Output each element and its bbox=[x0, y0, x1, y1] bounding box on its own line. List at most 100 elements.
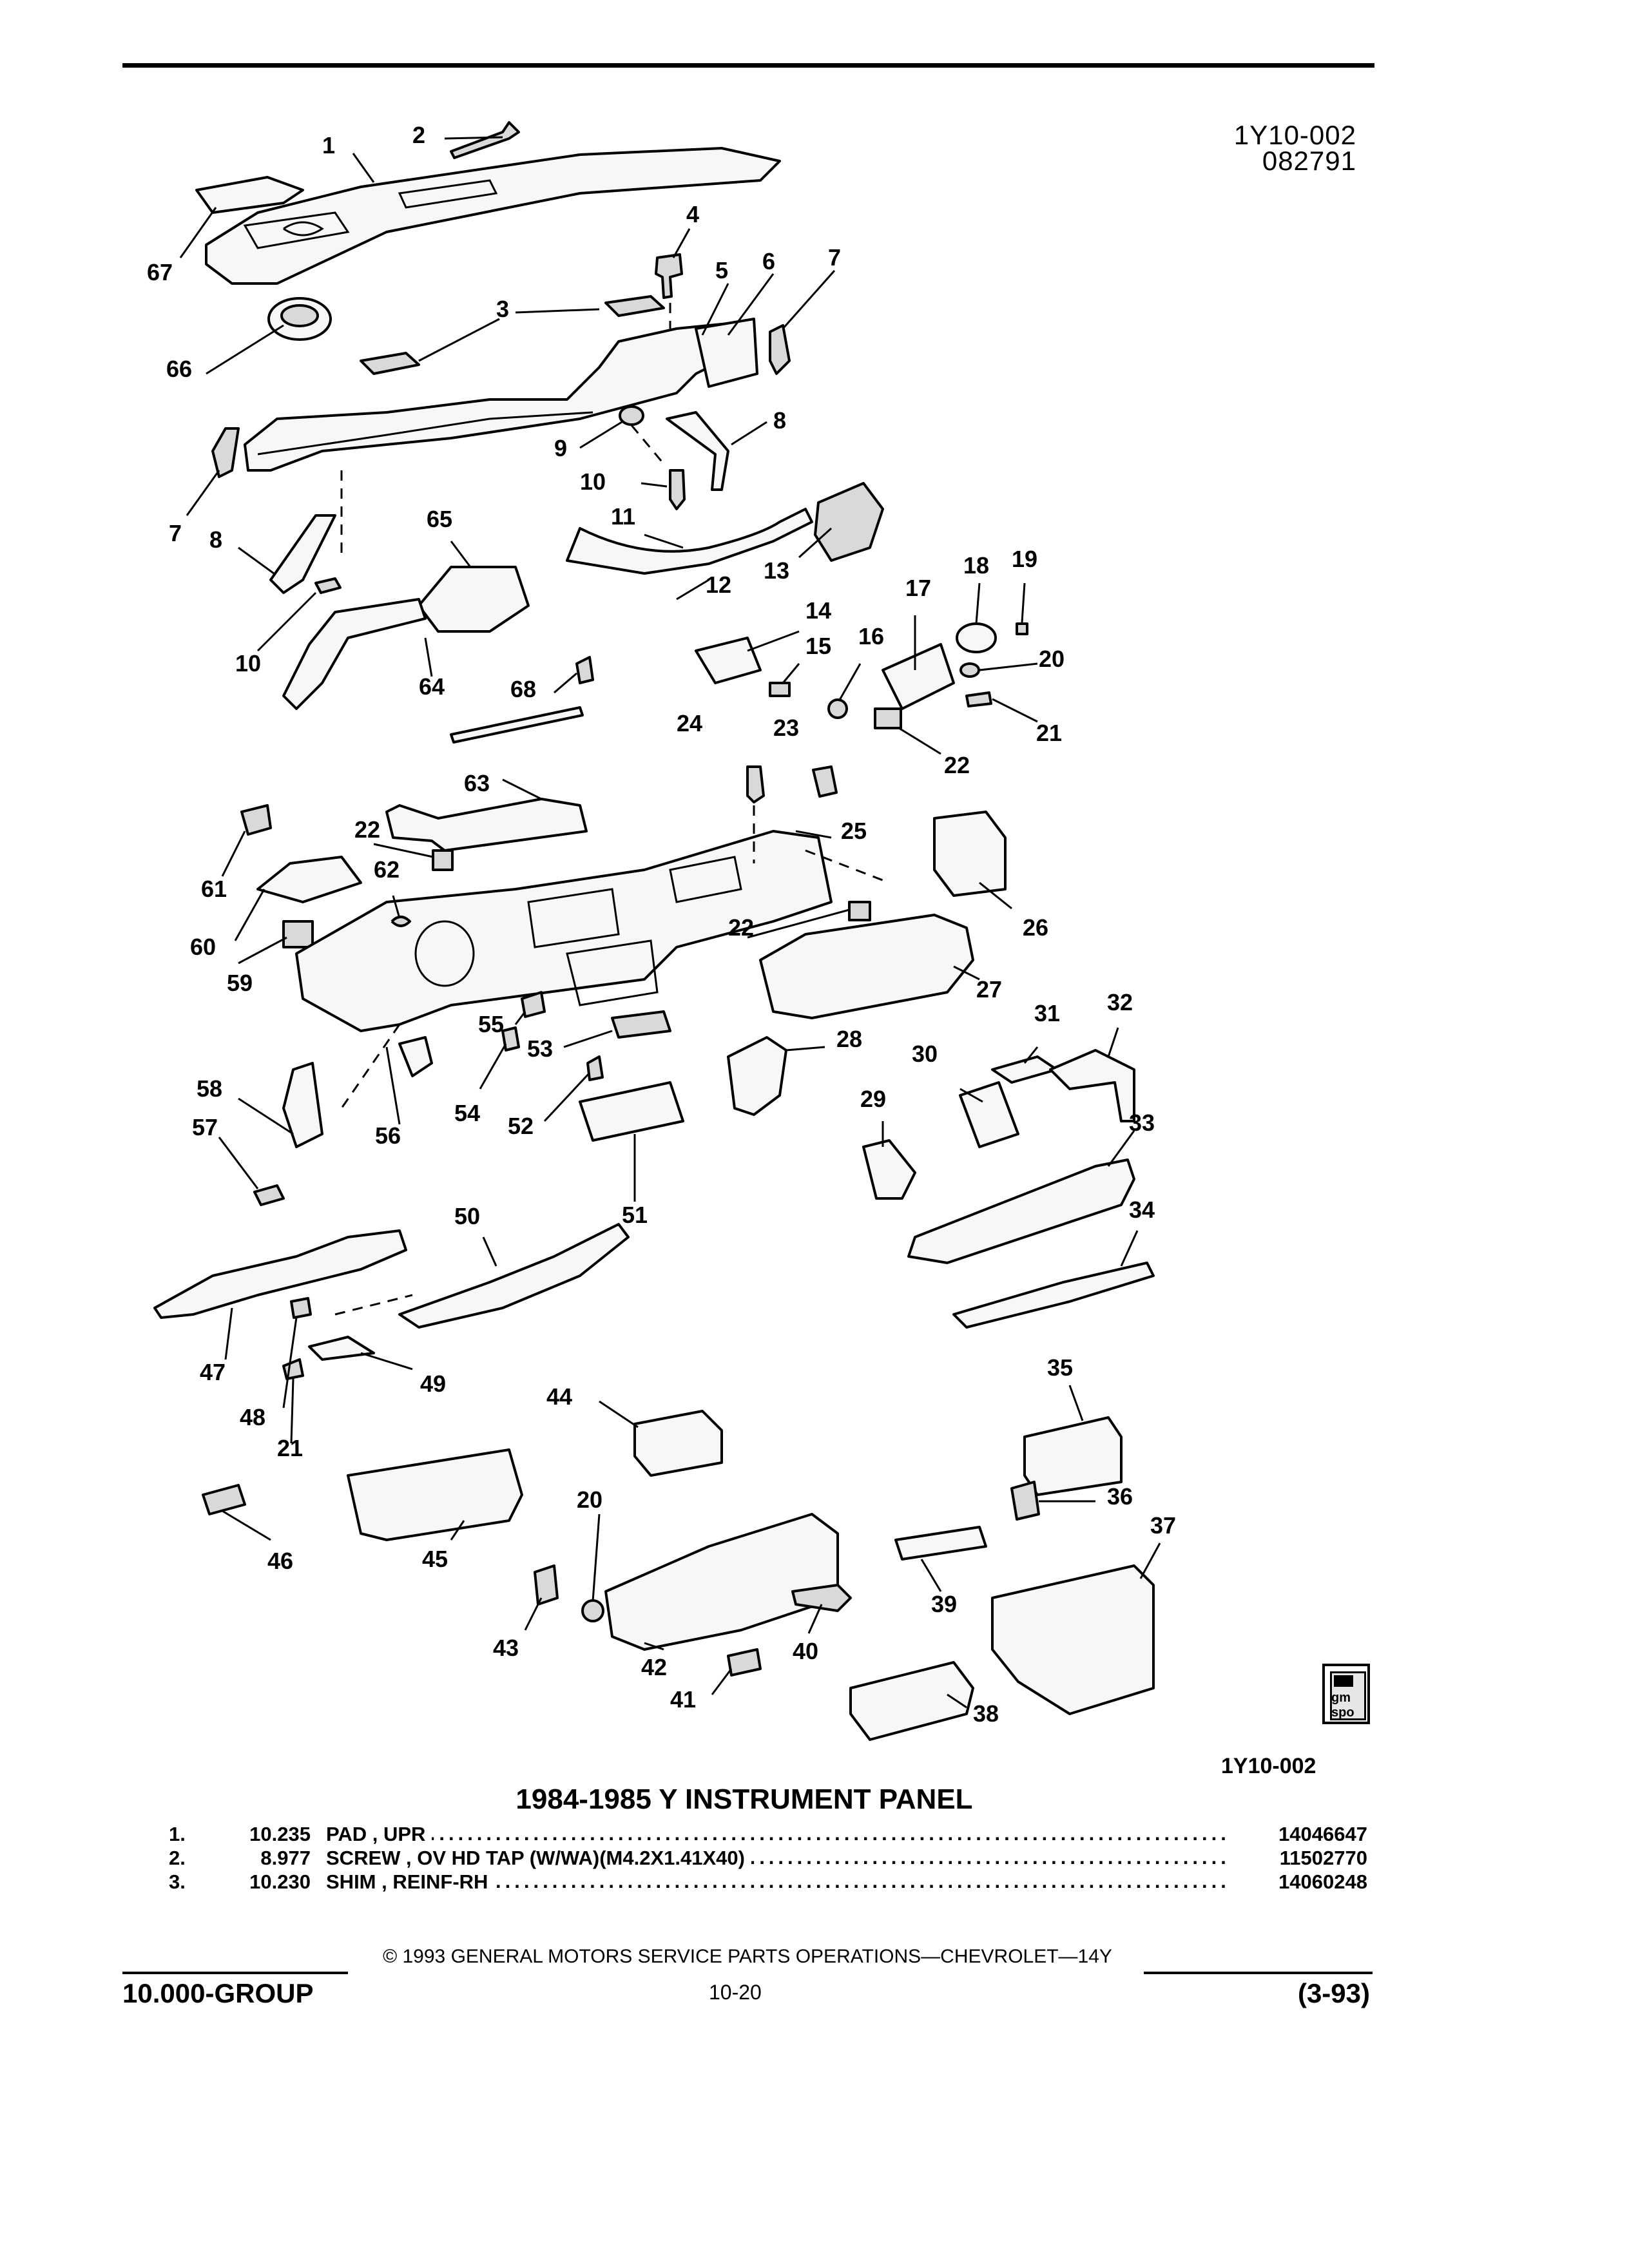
callout-44: 44 bbox=[546, 1383, 572, 1410]
part-57-clip bbox=[253, 1184, 285, 1206]
figure-code-top: 1Y10-002 bbox=[1233, 120, 1356, 150]
callout-60: 60 bbox=[190, 934, 216, 960]
callout-25: 25 bbox=[841, 818, 867, 844]
callout-41: 41 bbox=[670, 1686, 696, 1713]
item-number: 2. bbox=[169, 1846, 186, 1869]
part-52-clip bbox=[586, 1055, 604, 1081]
table-row: 1. 10.235 ..............................… bbox=[169, 1822, 1367, 1846]
callout-37: 37 bbox=[1150, 1512, 1176, 1539]
part-68-clip bbox=[575, 656, 594, 684]
reinforcement-bar bbox=[244, 318, 758, 472]
callout-55: 55 bbox=[478, 1011, 504, 1037]
callout-28: 28 bbox=[836, 1026, 862, 1052]
callout-47: 47 bbox=[200, 1359, 226, 1385]
callout-9: 9 bbox=[554, 435, 567, 461]
part-27-glove-door bbox=[759, 914, 974, 1019]
item-number: 3. bbox=[169, 1870, 186, 1893]
callout-42: 42 bbox=[641, 1654, 667, 1680]
item-description-cell: ........................................… bbox=[326, 1870, 1227, 1893]
part-41-switch bbox=[727, 1648, 762, 1677]
part-62-grommet bbox=[390, 916, 411, 927]
part-13-connector-housing bbox=[814, 482, 884, 562]
part-16-nut bbox=[827, 698, 848, 719]
part-64-strip bbox=[450, 706, 584, 744]
part-29-bracket bbox=[862, 1139, 916, 1200]
part-66-speaker bbox=[267, 297, 332, 341]
callout-18: 18 bbox=[963, 552, 989, 579]
callout-51: 51 bbox=[622, 1202, 648, 1228]
part-45-cluster-lens bbox=[347, 1448, 523, 1541]
part-25-panel-carrier bbox=[295, 830, 833, 1032]
callout-57: 57 bbox=[192, 1114, 218, 1140]
part-8-brace-left bbox=[269, 514, 336, 594]
callout-67: 67 bbox=[147, 259, 173, 285]
group-code: 10.235 bbox=[249, 1822, 311, 1845]
item-description: SHIM , REINF-RH bbox=[326, 1870, 495, 1893]
part-21-screw-right bbox=[965, 691, 992, 707]
callout-33: 33 bbox=[1129, 1110, 1155, 1136]
callout-45: 45 bbox=[422, 1546, 448, 1572]
part-61-clip bbox=[240, 804, 272, 836]
item-number: 1. bbox=[169, 1822, 186, 1845]
part-11-wiring-harness bbox=[566, 508, 813, 575]
callout-10: 10 bbox=[580, 468, 606, 495]
callout-64: 64 bbox=[419, 673, 445, 700]
callout-43: 43 bbox=[493, 1635, 519, 1661]
part-44-radio bbox=[633, 1410, 723, 1477]
callout-13: 13 bbox=[764, 557, 789, 584]
callout-50: 50 bbox=[454, 1203, 480, 1229]
part-46-switch bbox=[202, 1484, 246, 1515]
part-53-latch bbox=[611, 1010, 671, 1039]
part-8-brace-right bbox=[666, 411, 729, 491]
callout-17: 17 bbox=[905, 575, 931, 601]
part-17-switch bbox=[882, 643, 955, 710]
part-19-clip bbox=[1016, 622, 1028, 635]
callout-23: 23 bbox=[773, 715, 799, 741]
callout-39: 39 bbox=[931, 1591, 957, 1617]
callout-54: 54 bbox=[454, 1100, 480, 1126]
callout-7: 7 bbox=[828, 244, 841, 271]
top-rule bbox=[122, 63, 1374, 68]
part-4-bolt bbox=[655, 253, 683, 299]
callout-6: 6 bbox=[762, 248, 775, 274]
part-21-screw-left bbox=[282, 1358, 304, 1380]
callout-63: 63 bbox=[464, 770, 490, 796]
callout-66: 66 bbox=[166, 356, 192, 382]
part-10-screw-upper bbox=[669, 469, 686, 510]
callout-1: 1 bbox=[322, 132, 335, 159]
part-34-trim-panel bbox=[952, 1262, 1155, 1329]
part-43-switch bbox=[534, 1564, 559, 1606]
part-26-switch-module bbox=[933, 811, 1007, 897]
callout-20-lower: 20 bbox=[577, 1486, 602, 1513]
part-67-end-cap bbox=[195, 176, 304, 214]
part-38-control-head bbox=[849, 1661, 974, 1741]
part-51-trim bbox=[579, 1081, 684, 1142]
part-39-trim-plate bbox=[894, 1526, 987, 1561]
part-number: 14046647 bbox=[1278, 1822, 1367, 1845]
part-40-knob bbox=[791, 1584, 852, 1612]
callout-34: 34 bbox=[1129, 1196, 1155, 1223]
callout-22-center: 22 bbox=[728, 914, 754, 941]
callout-8-left: 8 bbox=[209, 526, 222, 553]
part-14-relay bbox=[695, 637, 762, 684]
callout-31: 31 bbox=[1034, 1000, 1060, 1026]
page-number: 10-20 bbox=[709, 1981, 762, 2004]
item-description-cell: ........................................… bbox=[326, 1822, 1227, 1845]
callout-10-left: 10 bbox=[235, 650, 261, 677]
part-2-screw bbox=[450, 121, 520, 159]
callout-11: 11 bbox=[611, 503, 635, 530]
callout-62: 62 bbox=[374, 856, 400, 883]
callout-24: 24 bbox=[677, 710, 702, 736]
table-row: 2. 8.977 ...............................… bbox=[169, 1846, 1367, 1870]
assembly-lines bbox=[334, 303, 890, 1316]
part-59-retainer bbox=[282, 920, 314, 948]
part-28-bracket bbox=[727, 1036, 787, 1116]
part-30-bracket bbox=[959, 1081, 1019, 1148]
item-description: PAD , UPR bbox=[326, 1822, 432, 1845]
part-58-bracket bbox=[282, 1062, 323, 1148]
callout-32: 32 bbox=[1107, 989, 1133, 1015]
part-60-bracket bbox=[256, 856, 362, 903]
callout-2: 2 bbox=[412, 122, 425, 148]
part-31-bracket bbox=[991, 1055, 1058, 1084]
